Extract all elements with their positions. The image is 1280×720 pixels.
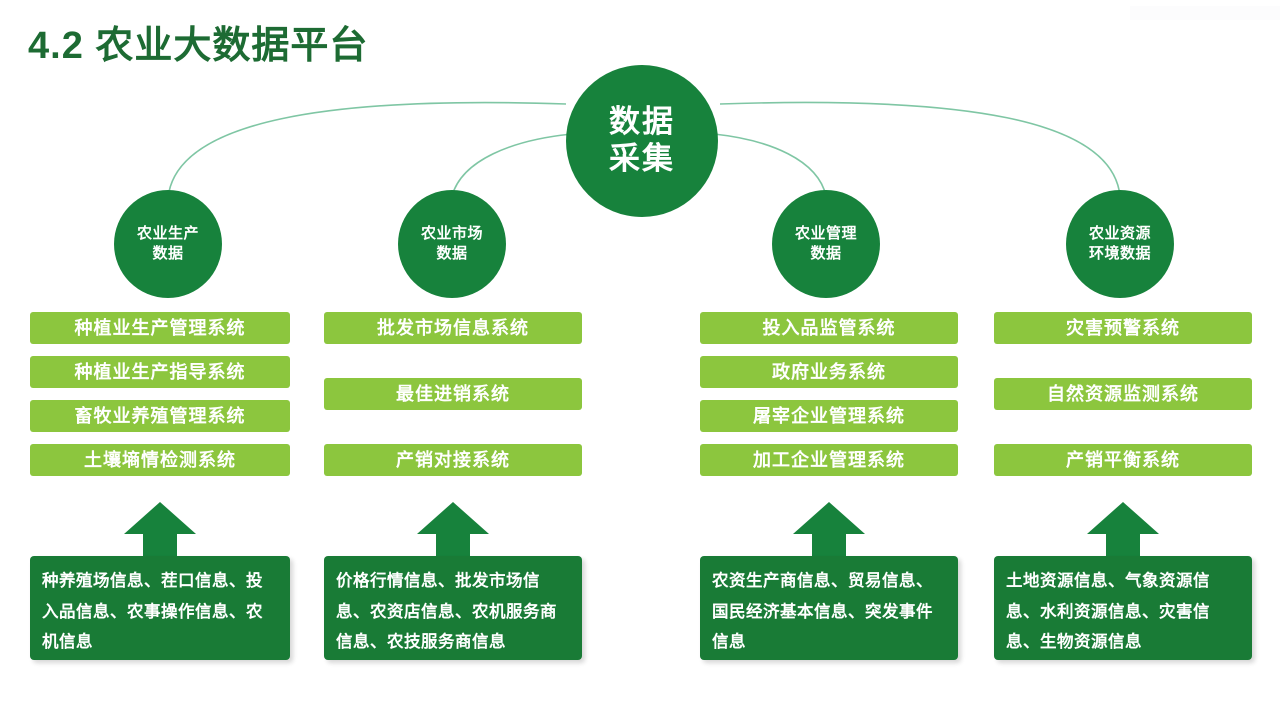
decorative-top-bar [1130,6,1280,20]
system-list: 投入品监管系统 政府业务系统 屠宰企业管理系统 加工企业管理系统 [700,312,958,476]
category-label-line1: 农业管理 [794,224,857,242]
list-item[interactable]: 自然资源监测系统 [994,378,1252,410]
category-label-line1: 农业生产 [136,224,199,242]
category-circle-resource-environment[interactable]: 农业资源 环境数据 [1066,190,1174,298]
list-item[interactable]: 屠宰企业管理系统 [700,400,958,432]
category-circle-management[interactable]: 农业管理 数据 [772,190,880,298]
list-item[interactable]: 产销平衡系统 [994,444,1252,476]
system-list: 灾害预警系统 自然资源监测系统 产销平衡系统 [994,312,1252,476]
list-item[interactable]: 政府业务系统 [700,356,958,388]
up-arrow-icon [124,502,196,560]
page-title: 4.2 农业大数据平台 [28,25,369,67]
column-resource-environment: 灾害预警系统 自然资源监测系统 产销平衡系统 [994,312,1252,560]
source-box-management: 农资生产商信息、贸易信息、国民经济基本信息、突发事件信息 [700,556,958,660]
category-label-line1: 农业市场 [420,224,483,242]
list-item[interactable]: 投入品监管系统 [700,312,958,344]
column-market: 批发市场信息系统 最佳进销系统 产销对接系统 [324,312,582,560]
system-list: 批发市场信息系统 最佳进销系统 产销对接系统 [324,312,582,476]
list-item[interactable]: 加工企业管理系统 [700,444,958,476]
list-item[interactable]: 批发市场信息系统 [324,312,582,344]
category-label-line1: 农业资源 [1088,224,1151,242]
system-list: 种植业生产管理系统 种植业生产指导系统 畜牧业养殖管理系统 土壤墒情检测系统 [30,312,290,476]
list-item[interactable]: 种植业生产指导系统 [30,356,290,388]
hub-circle-data-collection[interactable]: 数据 采集 [566,65,718,217]
arrow-container [700,502,958,560]
list-item[interactable]: 最佳进销系统 [324,378,582,410]
source-box-resource-environment: 土地资源信息、气象资源信息、水利资源信息、灾害信息、生物资源信息 [994,556,1252,660]
list-item[interactable]: 种植业生产管理系统 [30,312,290,344]
list-item[interactable]: 产销对接系统 [324,444,582,476]
category-label-line2: 数据 [152,245,184,262]
up-arrow-icon [417,502,489,560]
list-item[interactable]: 灾害预警系统 [994,312,1252,344]
category-label-line2: 数据 [810,245,842,262]
arrow-container [994,502,1252,560]
source-box-market: 价格行情信息、批发市场信息、农资店信息、农机服务商信息、农技服务商信息 [324,556,582,660]
up-arrow-icon [793,502,865,560]
column-production: 种植业生产管理系统 种植业生产指导系统 畜牧业养殖管理系统 土壤墒情检测系统 [30,312,290,560]
column-management: 投入品监管系统 政府业务系统 屠宰企业管理系统 加工企业管理系统 [700,312,958,560]
category-label-line2: 数据 [436,245,468,262]
up-arrow-icon [1087,502,1159,560]
list-item[interactable]: 畜牧业养殖管理系统 [30,400,290,432]
hub-label-line1: 数据 [609,104,675,140]
category-circle-market[interactable]: 农业市场 数据 [398,190,506,298]
source-box-production: 种养殖场信息、茬口信息、投入品信息、农事操作信息、农机信息 [30,556,290,660]
category-circle-production[interactable]: 农业生产 数据 [114,190,222,298]
arrow-container [30,502,290,560]
hub-label-line2: 采集 [609,141,675,176]
list-item[interactable]: 土壤墒情检测系统 [30,444,290,476]
arrow-container [324,502,582,560]
category-label-line2: 环境数据 [1088,245,1151,262]
